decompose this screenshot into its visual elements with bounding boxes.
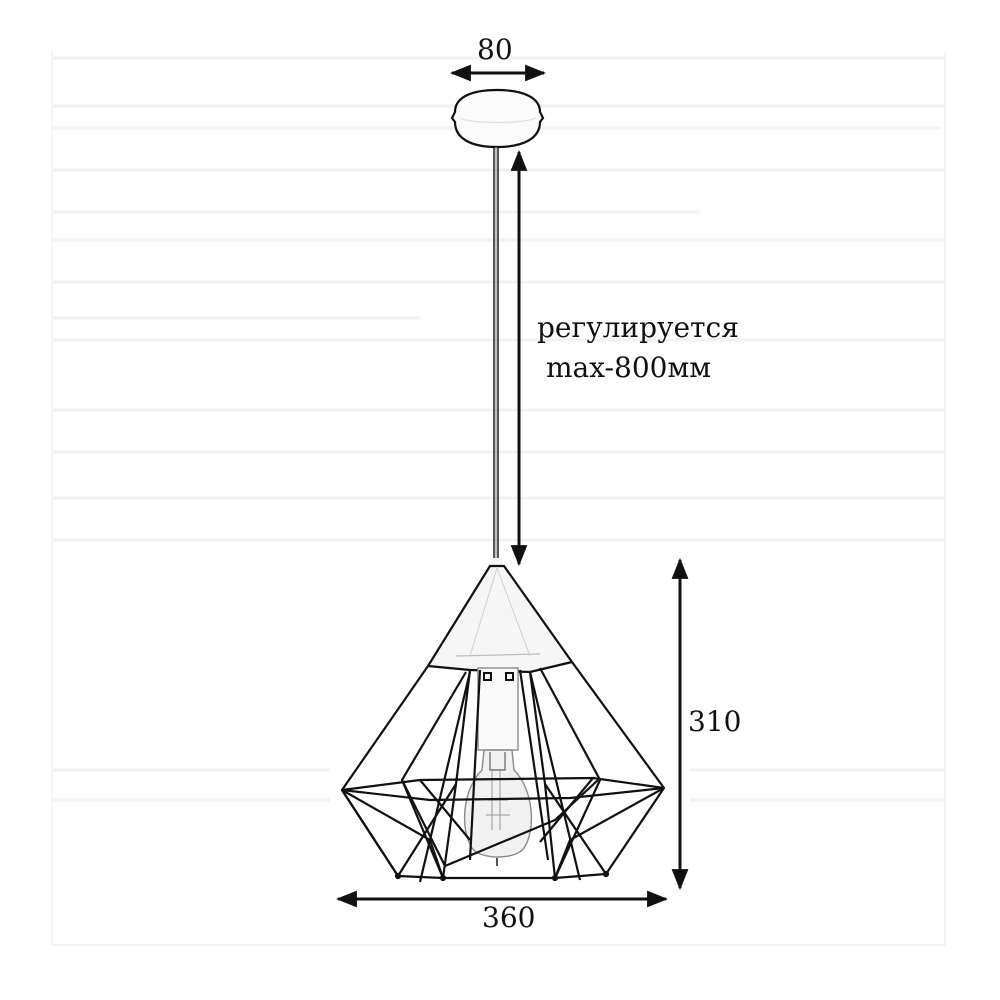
shade-width-label: 360 [482,901,536,934]
suspension-cord [493,147,499,558]
wire-cage-shade [340,661,666,883]
shade-height-label: 310 [688,705,742,738]
ceiling-canopy [450,88,545,149]
shade-cone [426,558,574,674]
canopy-width-label: 80 [477,33,513,66]
cord-adjustable-note: регулируется [537,311,739,344]
cord-max-length-note: max-800мм [546,351,712,384]
